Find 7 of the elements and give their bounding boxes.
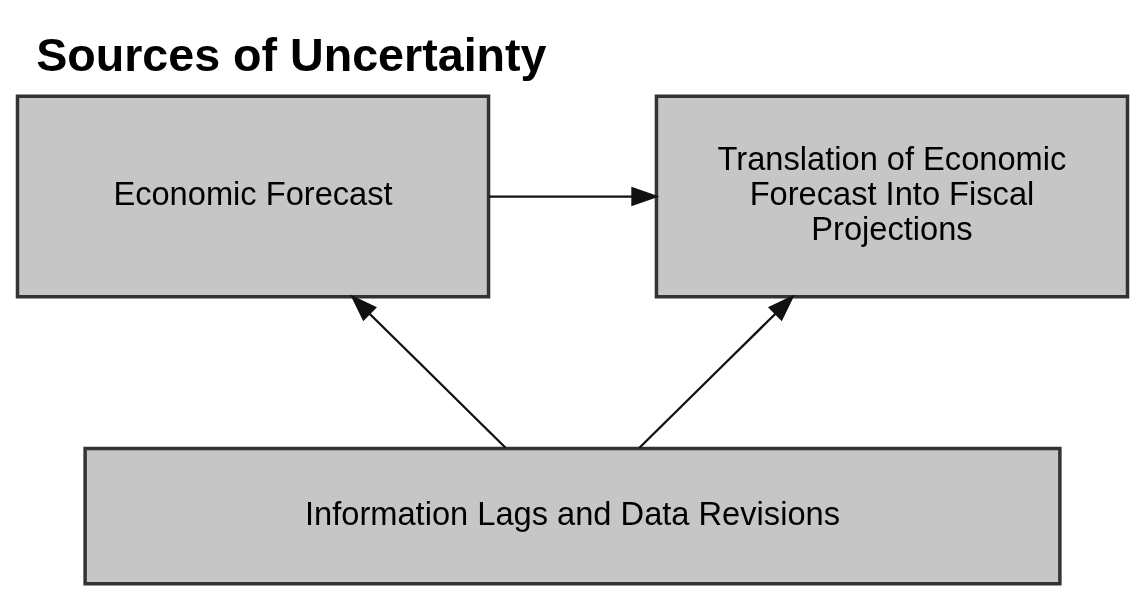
arrow <box>488 186 660 207</box>
arrow <box>350 294 507 449</box>
arrow <box>638 294 795 449</box>
diagram-title: Sources of Uncertainty <box>36 28 547 81</box>
node-box: Translation of Economic Forecast Into Fiscal Projections <box>654 94 1130 299</box>
node-box: Information Lags and Data Revisions <box>83 446 1062 586</box>
node-box: Economic Forecast <box>15 94 491 299</box>
